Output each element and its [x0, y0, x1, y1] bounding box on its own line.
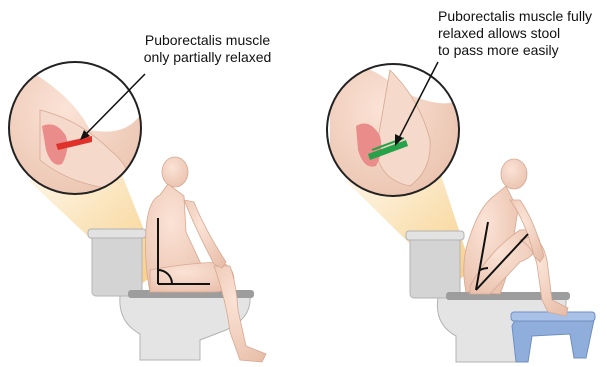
right-caption: Puborectalis muscle fully relaxed allows… [438, 8, 607, 59]
right-caption-line-2: relaxed allows stool [438, 25, 607, 42]
left-scene [9, 60, 266, 362]
left-caption: Puborectalis muscle only partially relax… [120, 32, 295, 66]
left-zoom-circle [9, 60, 150, 200]
right-scene [327, 60, 595, 362]
left-caption-line-1: Puborectalis muscle [120, 32, 295, 49]
right-caption-line-3: to pass more easily [438, 42, 607, 59]
left-caption-line-2: only partially relaxed [120, 49, 295, 66]
right-caption-line-1: Puborectalis muscle fully [438, 8, 607, 25]
footstool [511, 312, 595, 362]
